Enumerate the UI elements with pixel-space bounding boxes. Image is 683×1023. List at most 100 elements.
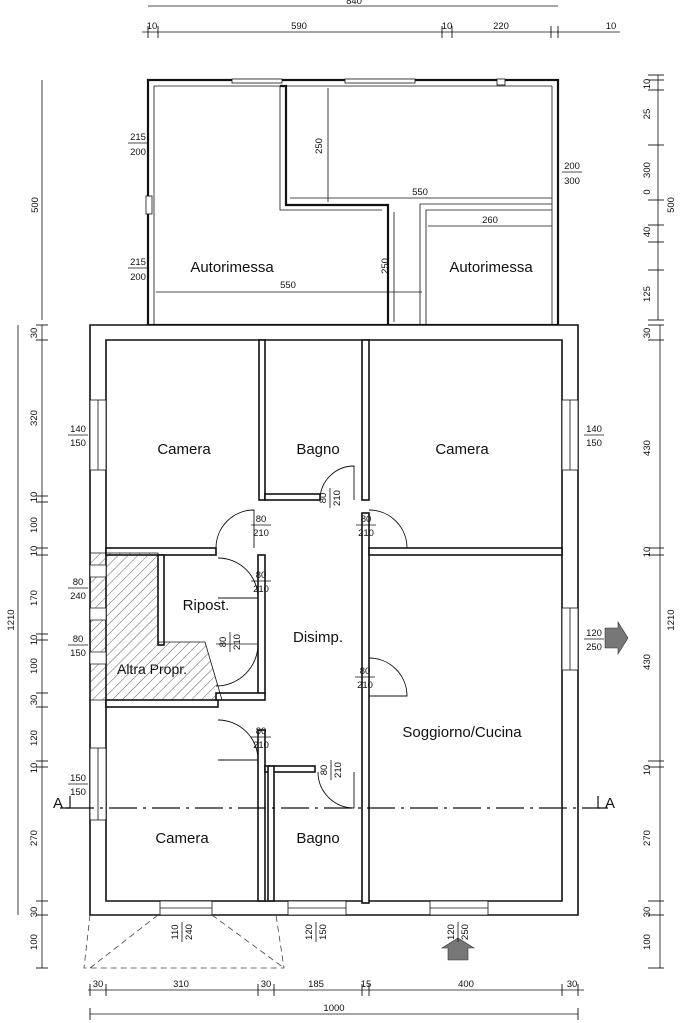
dim-left-1: 320 bbox=[29, 410, 40, 426]
dim-bottom-6: 400 bbox=[458, 979, 474, 990]
dim-right-11: 270 bbox=[642, 830, 653, 846]
fraction-bottom: 240 bbox=[184, 924, 195, 940]
fraction-bottom: 150 bbox=[586, 438, 602, 449]
dim-bottom-5: 15 bbox=[361, 979, 372, 990]
garage-door-right-bottom: 300 bbox=[564, 176, 580, 187]
opening-labels: 1401501401508024080150120250150150802108… bbox=[68, 424, 604, 942]
section-mark-left: A bbox=[53, 795, 63, 812]
garage-dim-w3: 550 bbox=[280, 280, 296, 291]
fraction-bottom: 150 bbox=[70, 648, 86, 659]
fraction-top: 80 bbox=[256, 726, 267, 737]
room-ripost: Ripost. bbox=[183, 597, 230, 614]
fraction-top: 140 bbox=[70, 424, 86, 435]
section-line: A A bbox=[53, 795, 615, 812]
dim-right-12: 30 bbox=[642, 907, 653, 918]
dim-right-3: 0 bbox=[642, 189, 653, 194]
room-altra-propr: Altra Propr. bbox=[117, 661, 187, 677]
fraction-bottom: 240 bbox=[70, 591, 86, 602]
fraction-bottom: 250 bbox=[460, 924, 471, 940]
left-dimensions: 500 1210 bbox=[6, 80, 43, 968]
garage-window-1-top: 215 bbox=[130, 132, 146, 143]
garage-block: 250 550 260 250 550 bbox=[145, 78, 560, 327]
dim-top-3: 10 bbox=[442, 21, 453, 32]
fraction-top: 150 bbox=[70, 773, 86, 784]
room-labels: Autorimessa Autorimessa Camera Bagno Cam… bbox=[117, 259, 533, 847]
room-disimp: Disimp. bbox=[293, 629, 343, 646]
garage-window-2-bottom: 200 bbox=[130, 272, 146, 283]
section-mark-right: A bbox=[605, 795, 615, 812]
entrance-arrows bbox=[440, 620, 629, 961]
dim-top-4: 220 bbox=[493, 21, 509, 32]
fraction-top: 80 bbox=[256, 570, 267, 581]
dim-left-9: 120 bbox=[29, 730, 40, 746]
fraction-bottom: 210 bbox=[232, 634, 243, 650]
fraction-top: 80 bbox=[361, 514, 372, 525]
fraction-bottom: 210 bbox=[253, 584, 269, 595]
dim-right-4: 40 bbox=[642, 227, 653, 238]
dim-right-2: 300 bbox=[642, 162, 653, 178]
fraction-bottom: 210 bbox=[253, 528, 269, 539]
fraction-top: 80 bbox=[256, 514, 267, 525]
fraction-top: 140 bbox=[586, 424, 602, 435]
dim-left-11: 270 bbox=[29, 830, 40, 846]
garage-dim-w2: 260 bbox=[482, 215, 498, 226]
bottom-dimensions: 30 310 30 185 15 400 30 1000 bbox=[88, 979, 584, 1020]
top-dimensions: 840 10 590 10 220 10 bbox=[142, 0, 620, 38]
dim-left-13: 100 bbox=[29, 934, 40, 950]
dim-right-house: 1210 bbox=[666, 609, 677, 630]
fraction-top: 120 bbox=[304, 924, 315, 940]
garage-dim-w1: 550 bbox=[412, 187, 428, 198]
fraction-top: 120 bbox=[446, 924, 457, 940]
dim-right-10: 10 bbox=[642, 765, 653, 776]
arrow-entrance-right-icon bbox=[604, 620, 629, 656]
fraction-bottom: 250 bbox=[586, 642, 602, 653]
dim-left-3: 100 bbox=[29, 517, 40, 533]
dim-top-1: 10 bbox=[147, 21, 158, 32]
fraction-bottom: 150 bbox=[70, 787, 86, 798]
garage-window-2-top: 215 bbox=[130, 257, 146, 268]
garage-dim-h2: 250 bbox=[380, 258, 391, 274]
dim-bottom-3: 30 bbox=[261, 979, 272, 990]
doors bbox=[215, 465, 408, 809]
right-dimensions: 500 1210 bbox=[657, 75, 677, 968]
dim-bottom-2: 310 bbox=[173, 979, 189, 990]
dim-right-8: 10 bbox=[642, 547, 653, 558]
dim-right-7: 430 bbox=[642, 440, 653, 456]
outer-windows bbox=[89, 399, 579, 916]
altra-proprieta-area bbox=[89, 552, 223, 701]
dim-top-2: 590 bbox=[291, 21, 307, 32]
porch bbox=[83, 914, 285, 969]
dim-right-6: 30 bbox=[642, 328, 653, 339]
room-camera-top-right: Camera bbox=[435, 441, 489, 458]
house-walls bbox=[89, 324, 579, 916]
room-camera-bottom-left: Camera bbox=[155, 830, 209, 847]
dim-bottom-1: 30 bbox=[93, 979, 104, 990]
dim-right-9: 430 bbox=[642, 654, 653, 670]
dim-right-13: 100 bbox=[642, 934, 653, 950]
room-bagno-top: Bagno bbox=[296, 441, 339, 458]
arrow-entrance-bottom-icon bbox=[440, 937, 476, 961]
garage-openings: 215 200 215 200 200 300 bbox=[128, 132, 582, 283]
dim-left-6: 10 bbox=[29, 635, 40, 646]
dim-top-total: 840 bbox=[346, 0, 362, 7]
room-camera-top-left: Camera bbox=[157, 441, 211, 458]
dim-top-5: 10 bbox=[606, 21, 617, 32]
dim-right-1: 25 bbox=[642, 109, 653, 120]
dim-left-8: 30 bbox=[29, 695, 40, 706]
garage-door-right-top: 200 bbox=[564, 161, 580, 172]
